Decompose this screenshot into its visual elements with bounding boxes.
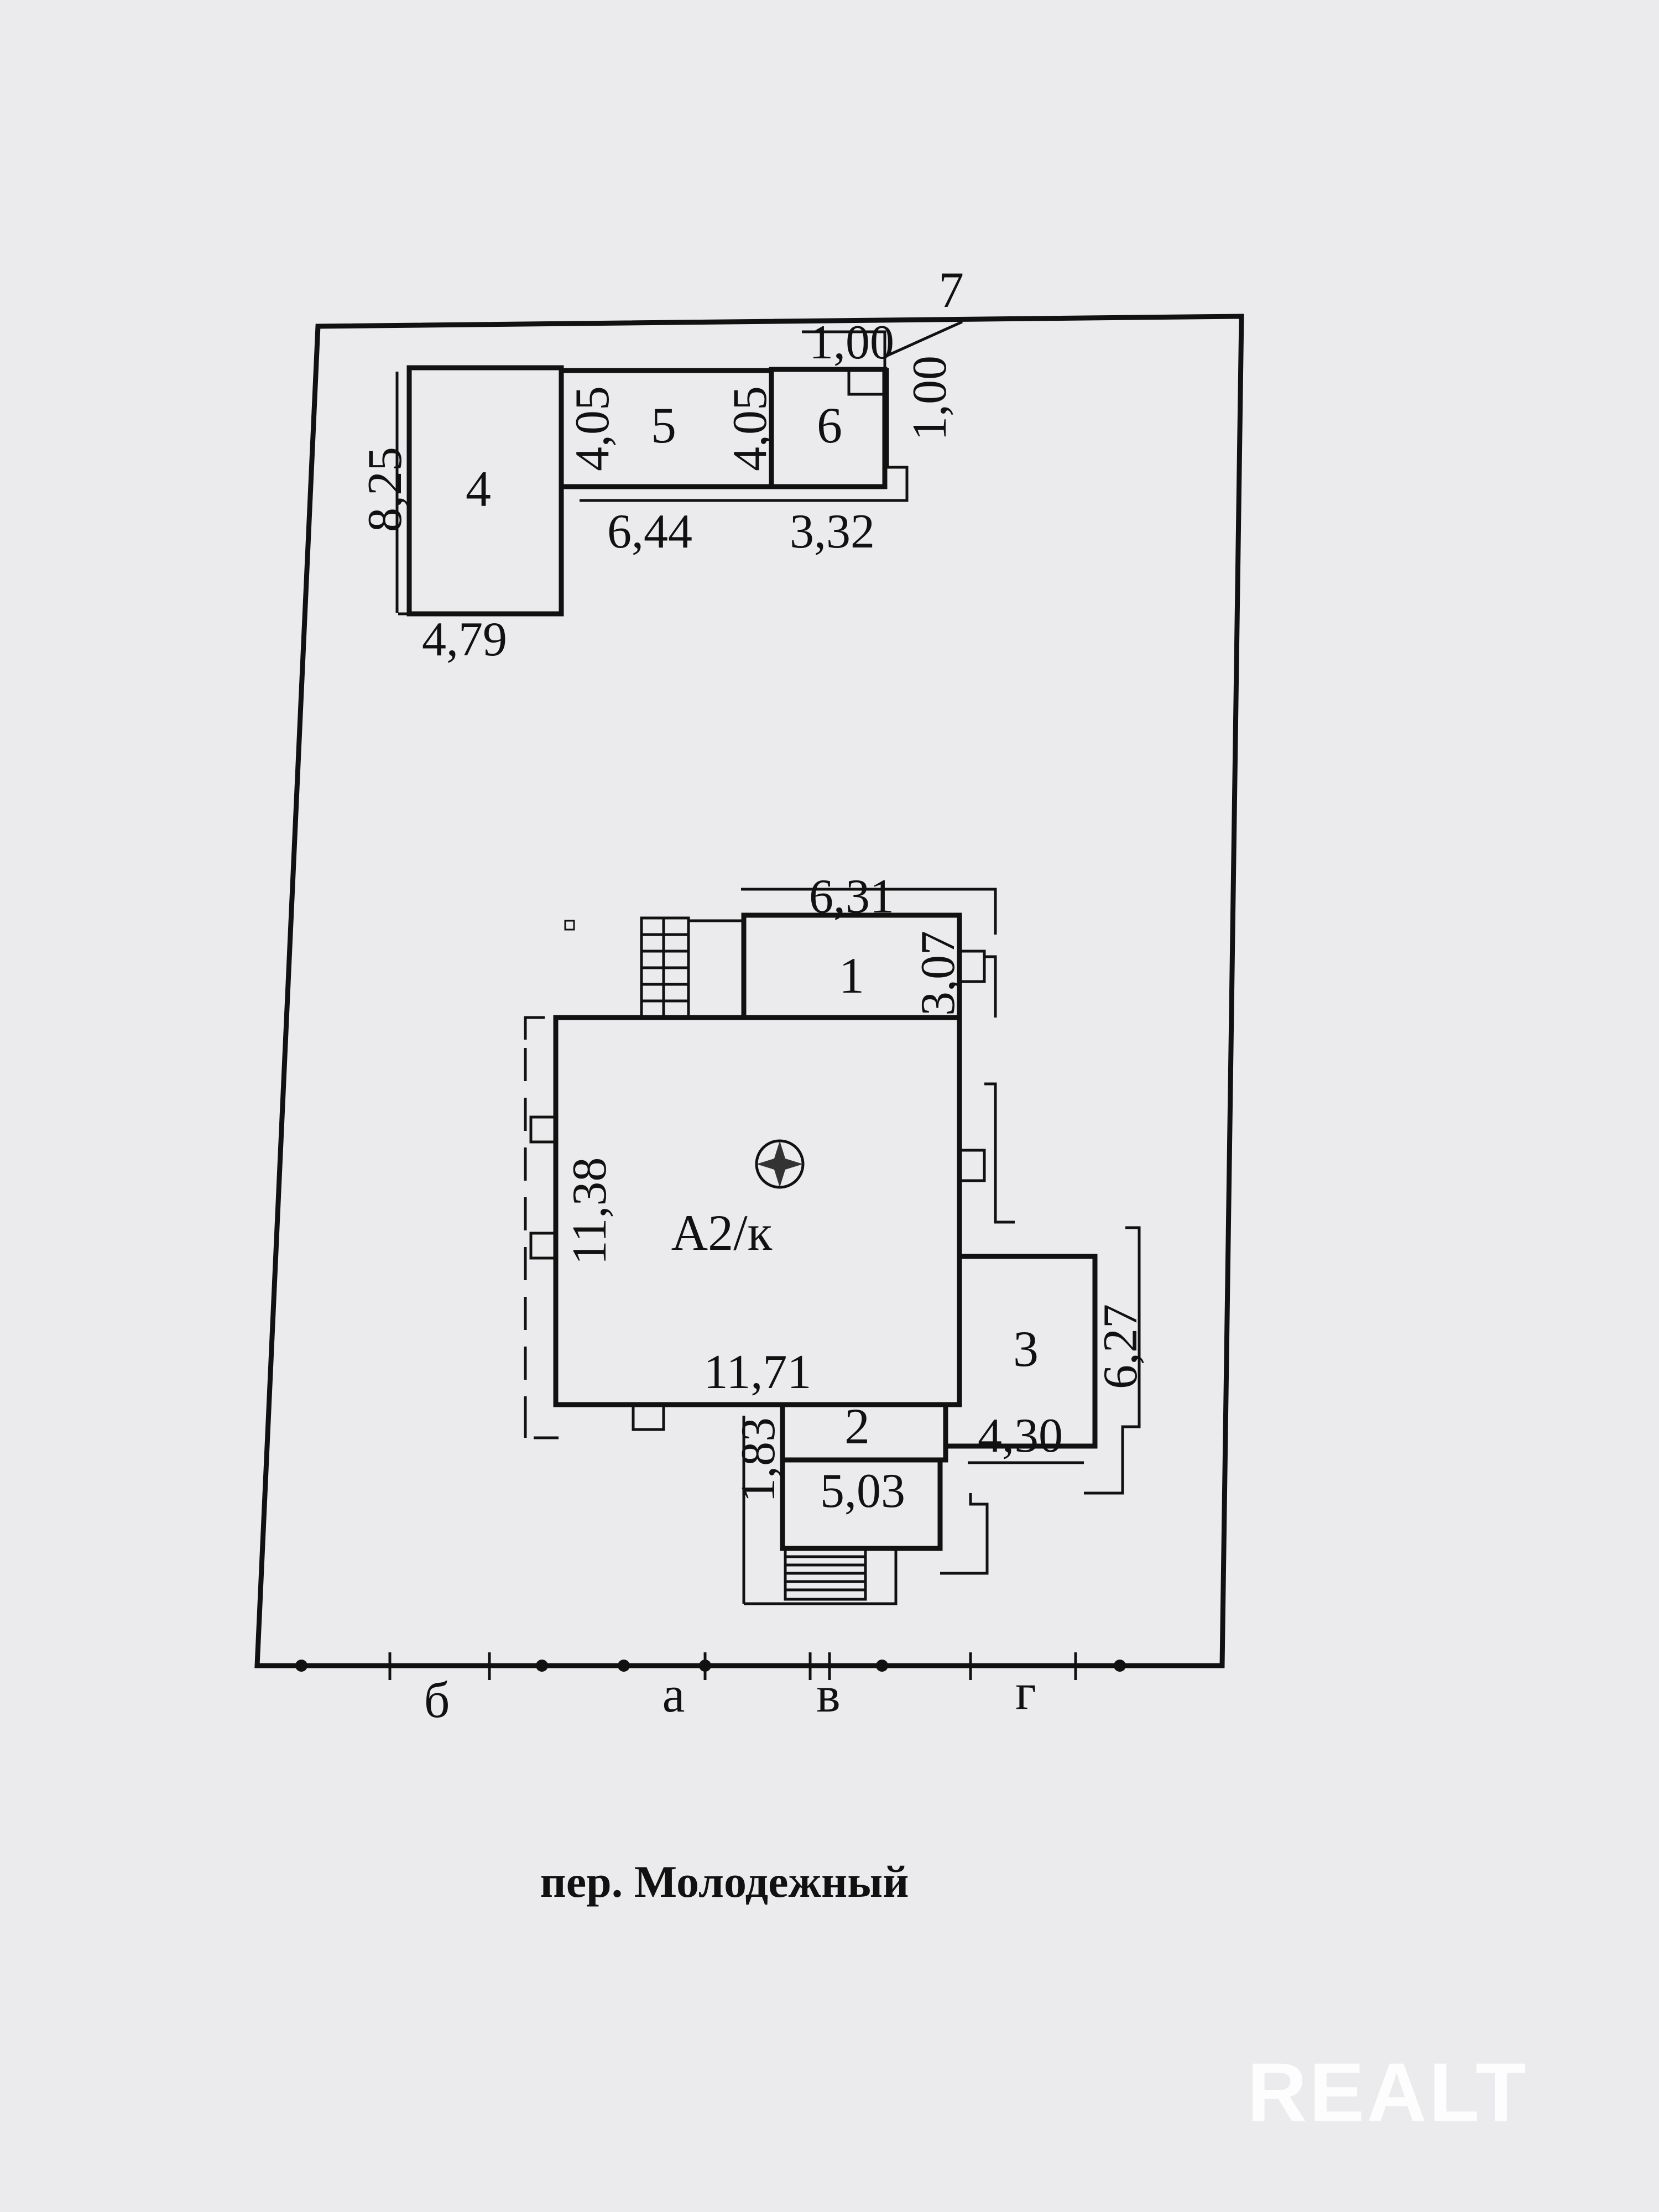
outbuilding-6 bbox=[769, 367, 888, 489]
boundary-ticks bbox=[388, 1652, 1077, 1680]
segment-label-a: а bbox=[662, 1666, 685, 1723]
outbuilding-5-width: 6,44 bbox=[607, 505, 692, 559]
porch-stairs-north bbox=[640, 916, 744, 1019]
outbuilding-6-label: 6 bbox=[817, 397, 842, 453]
room-3-depth: 6,27 bbox=[1094, 1304, 1147, 1389]
segment-label-v: в bbox=[816, 1666, 840, 1723]
room-1-depth: 3,07 bbox=[911, 931, 965, 1016]
registration-symbol bbox=[755, 1139, 805, 1189]
main-house-depth: 11,38 bbox=[563, 1157, 617, 1265]
outbuilding-7-annex bbox=[395, 320, 963, 615]
room-1-width: 6,31 bbox=[809, 870, 894, 924]
segment-label-g: г bbox=[1015, 1663, 1036, 1720]
outbuilding-7-label: 7 bbox=[938, 262, 964, 318]
street-label: пер. Молодежный bbox=[540, 1856, 909, 1907]
porch-stairs-south bbox=[742, 1518, 898, 1605]
main-house-width: 11,71 bbox=[704, 1345, 812, 1399]
main-house-label: А2/к bbox=[671, 1204, 773, 1261]
room-2-width: 5,03 bbox=[820, 1464, 905, 1518]
segment-label-b: б bbox=[424, 1672, 450, 1728]
survey-points bbox=[295, 1660, 1126, 1672]
outbuilding-6-depth: 1,00 bbox=[903, 356, 957, 441]
outbuilding-4-depth: 8,25 bbox=[358, 447, 412, 532]
room-1-label: 1 bbox=[839, 947, 864, 1004]
outbuilding-5-label: 5 bbox=[651, 397, 676, 453]
outbuilding-5-depth-right: 4,05 bbox=[723, 386, 777, 471]
room-2-label: 2 bbox=[844, 1398, 870, 1454]
room-3-width: 4,30 bbox=[978, 1409, 1063, 1463]
plot-boundary bbox=[254, 314, 1244, 1668]
room-3-label: 3 bbox=[1013, 1321, 1039, 1377]
offset-outlines bbox=[524, 888, 1141, 1575]
outbuilding-4-label: 4 bbox=[466, 461, 491, 517]
room-2-depth: 1,83 bbox=[732, 1417, 785, 1503]
survey-mark bbox=[564, 920, 575, 931]
outbuilding-7-width: 1,00 bbox=[809, 316, 894, 369]
outbuilding-6-width: 3,32 bbox=[790, 505, 875, 559]
realt-watermark: REALT bbox=[1247, 2046, 1528, 2138]
outbuilding-4-width: 4,79 bbox=[422, 613, 507, 666]
outbuilding-5-depth-left: 4,05 bbox=[566, 386, 619, 471]
window-marks bbox=[529, 950, 986, 1431]
